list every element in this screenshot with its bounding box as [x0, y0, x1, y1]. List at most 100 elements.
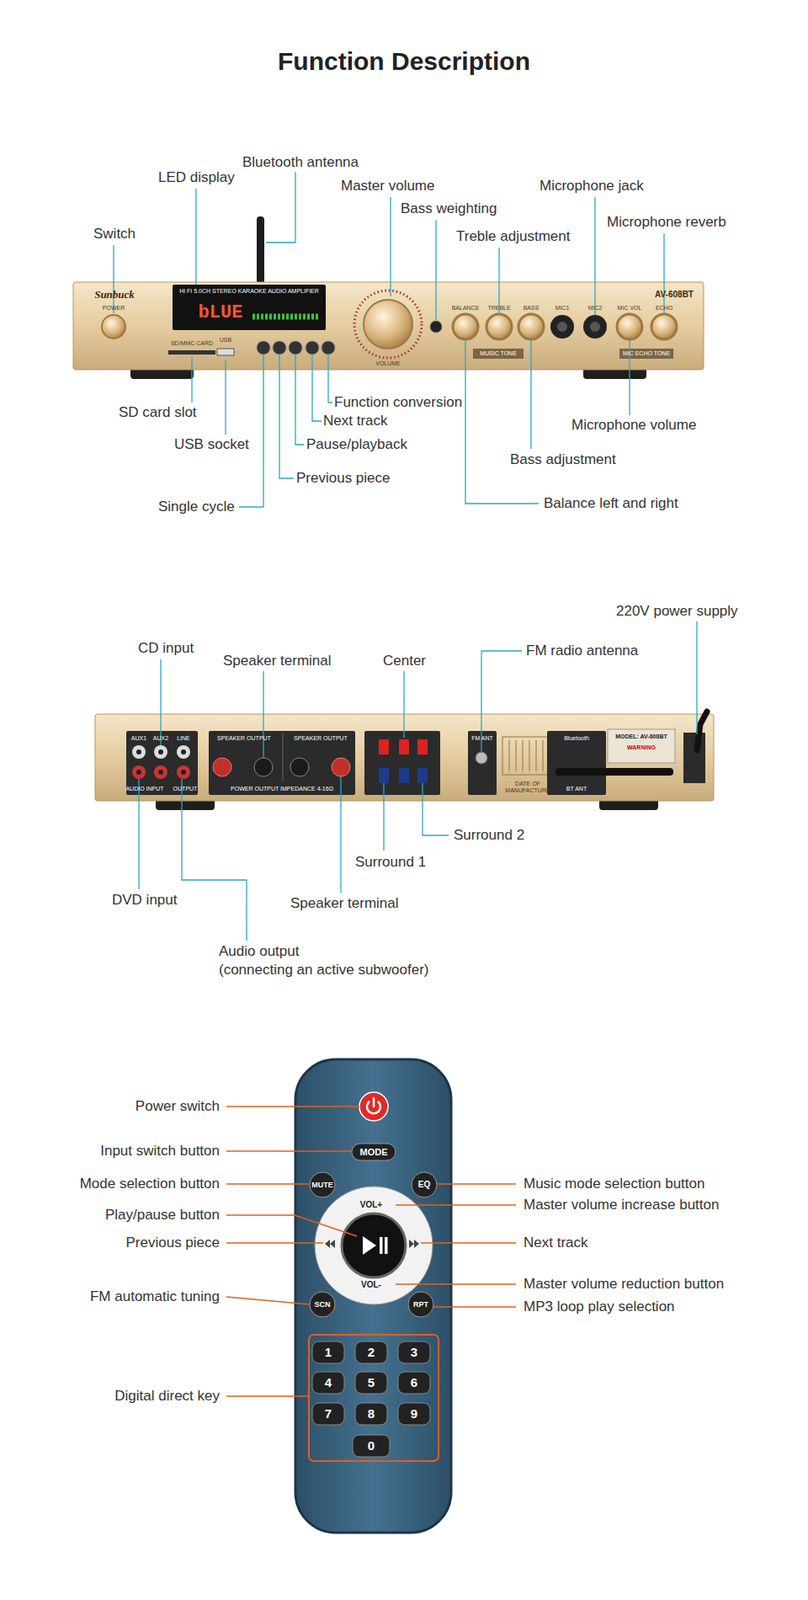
path-shape: [226, 1214, 357, 1236]
circle-shape: [309, 1171, 335, 1197]
callout-label: Master volume: [340, 177, 435, 195]
callout-label: LED display: [158, 169, 235, 187]
rect-shape: [398, 767, 410, 783]
path-shape: [226, 1241, 324, 1244]
panel-marking: BT ANT: [566, 785, 587, 793]
circle-shape: [136, 749, 142, 755]
circle-shape: [158, 769, 164, 775]
button-label: 1: [324, 1344, 332, 1359]
callout-label: Function conversion: [334, 393, 463, 411]
panel-marking: AUX1: [131, 734, 147, 742]
panel-marking: MIC VOL: [617, 304, 643, 312]
circle-shape: [590, 321, 601, 332]
callout-label: Next track: [523, 1233, 589, 1251]
rect-shape: [256, 216, 265, 286]
button-label: RPT: [413, 1299, 429, 1308]
callout-label: Master volume reduction button: [523, 1275, 724, 1292]
callout-label: Surround 2: [453, 826, 525, 844]
path-shape: [362, 1235, 377, 1255]
circle-shape: [256, 340, 271, 355]
path-shape: [395, 1203, 516, 1206]
callout-label: Microphone volume: [571, 416, 697, 434]
rect-shape: [308, 1334, 439, 1461]
callout-label: DVD input: [111, 891, 177, 909]
rect-shape: [126, 730, 198, 795]
panel-marking: MIC ECHO TONE: [622, 350, 670, 357]
callout-label: Center: [382, 652, 426, 670]
panel-marking: OUTPUT: [173, 785, 198, 793]
callout-label: Treble adjustment: [456, 228, 570, 245]
rect-shape: [168, 350, 216, 355]
button-label: 7: [324, 1405, 332, 1420]
callout-label: Single cycle: [158, 498, 235, 516]
button-label: VOL+: [360, 1199, 383, 1210]
callout-label: Play/pause button: [105, 1206, 220, 1223]
rect-shape: [398, 738, 410, 755]
panel-marking: LINE: [176, 734, 191, 742]
callout-label: CD input: [138, 639, 194, 657]
path-shape: [498, 247, 500, 314]
panel-marking: MUSIC TONE: [479, 350, 517, 357]
callout-label: FM radio antenna: [526, 642, 638, 660]
circle-shape: [154, 744, 168, 759]
path-shape: [696, 621, 697, 734]
path-shape: [530, 339, 532, 449]
panel-marking: BALANCE: [451, 304, 480, 312]
callout-label: FM automatic tuning: [90, 1287, 220, 1305]
path-shape: [366, 1097, 381, 1113]
panel-marking: VOLUME: [375, 360, 401, 367]
circle-shape: [341, 1212, 406, 1277]
circle-shape: [550, 314, 575, 339]
rect-shape: [398, 1371, 431, 1393]
path-shape: [279, 354, 294, 479]
circle-shape: [136, 769, 142, 775]
circle-shape: [290, 757, 309, 777]
path-shape: [324, 1238, 335, 1248]
circle-shape: [486, 313, 512, 340]
circle-shape: [180, 749, 187, 755]
circle-shape: [321, 340, 335, 355]
callout-label: Next track: [323, 412, 389, 430]
path-shape: [138, 778, 139, 889]
callout-label: Switch: [93, 225, 136, 243]
circle-shape: [272, 340, 287, 355]
path-shape: [226, 1394, 309, 1397]
line-shape: [252, 313, 320, 320]
rect-shape: [417, 738, 428, 755]
diagram-title: Function Description: [277, 47, 531, 77]
circle-shape: [354, 290, 422, 358]
callout-label: Digital direct key: [114, 1387, 220, 1404]
rect-shape: [351, 1142, 396, 1160]
panel-marking: SPEAKER OUTPUT: [217, 734, 272, 742]
rect-shape: [379, 1236, 383, 1254]
path-shape: [295, 354, 304, 445]
rect-shape: [502, 736, 553, 775]
panel-marking: SPEAKER OUTPUT: [293, 734, 348, 742]
panel-marking: FM ANT: [471, 734, 494, 742]
panel-marking: BASS: [523, 304, 540, 312]
rect-shape: [312, 1340, 345, 1363]
panel-marking: POWER OUTPUT IMPEDANCE 4-16Ω: [230, 785, 334, 793]
front-panel: [73, 216, 704, 379]
path-shape: [433, 1305, 516, 1308]
rect-shape: [312, 1402, 345, 1425]
rect-shape: [352, 1434, 390, 1457]
circle-shape: [557, 321, 568, 332]
callout-label: Speaker terminal: [223, 652, 332, 670]
path-shape: [382, 782, 384, 851]
path-shape: [224, 360, 226, 435]
callout-label: Bass weighting: [400, 200, 497, 218]
button-label: SCN: [313, 1299, 330, 1308]
callout-label: USB socket: [174, 435, 250, 453]
path-shape: [409, 1238, 420, 1248]
callout-label: SD card slot: [118, 404, 197, 421]
circle-shape: [305, 340, 319, 355]
panel-marking: POWER: [102, 304, 125, 312]
circle-shape: [176, 765, 191, 779]
rect-shape: [378, 767, 389, 783]
button-label: 9: [410, 1405, 418, 1420]
path-shape: [159, 659, 161, 745]
circle-shape: [180, 769, 187, 775]
path-shape: [191, 356, 192, 403]
panel-marking: DATE OF MANUFACTURE: [502, 780, 553, 794]
